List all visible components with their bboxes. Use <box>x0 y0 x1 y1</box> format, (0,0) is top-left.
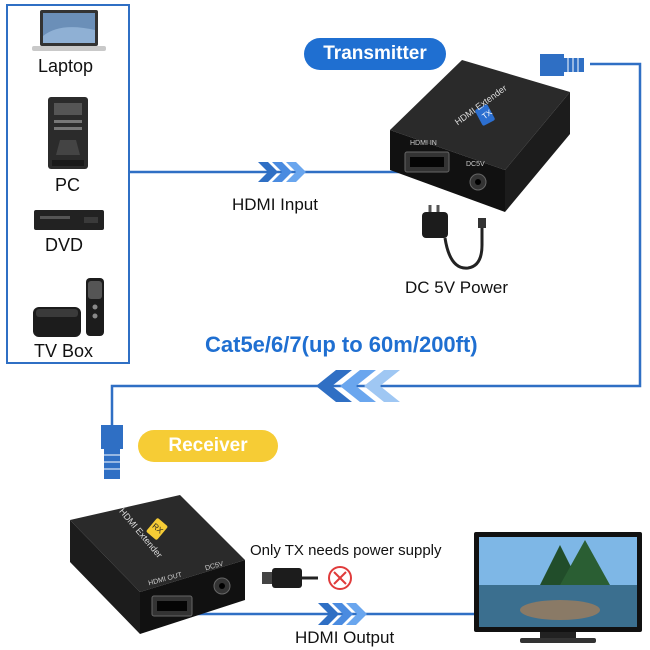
power-adapter-icon <box>422 205 486 270</box>
laptop-icon <box>32 10 106 51</box>
hdmi-output-label: HDMI Output <box>295 628 395 647</box>
hdmi-output-arrow-icon <box>318 603 367 625</box>
tx-hdmi-port-label: HDMI IN <box>410 140 437 147</box>
transmitter-device <box>390 60 570 212</box>
hdmi-input-label: HDMI Input <box>232 195 318 214</box>
rj45-plug-icon <box>540 54 584 76</box>
dc-plug-icon <box>262 568 318 588</box>
rx-tag-badge <box>146 518 168 540</box>
dvd-player-icon <box>34 210 104 230</box>
power-note-label: Only TX needs power supply <box>250 542 442 559</box>
transmitter-badge: Transmitter <box>304 38 446 70</box>
receiver-badge: Receiver <box>138 430 278 462</box>
cable-spec-label: Cat5e/6/7(up to 60m/200ft) <box>205 332 478 357</box>
laptop-label: Laptop <box>38 56 94 76</box>
dc-power-label: DC 5V Power <box>405 278 508 297</box>
cat-cable-line <box>110 62 642 425</box>
tv-display-icon <box>474 532 642 643</box>
cable-direction-arrow-icon <box>316 370 400 402</box>
hdmi-input-arrow-icon <box>258 162 306 182</box>
not-required-x-icon <box>328 566 352 590</box>
source-devices-panel <box>6 4 130 364</box>
rj45-plug-receiver-icon <box>101 425 123 479</box>
tx-dc-port-label: DC5V <box>466 161 485 168</box>
receiver-device <box>70 495 245 634</box>
dvd-label: DVD <box>45 235 84 255</box>
pc-label: PC <box>55 175 81 195</box>
pc-tower-icon <box>48 97 88 169</box>
tv-box-label: TV Box <box>34 341 94 361</box>
tx-tag-badge <box>475 104 495 126</box>
tv-box-icon <box>33 278 104 337</box>
